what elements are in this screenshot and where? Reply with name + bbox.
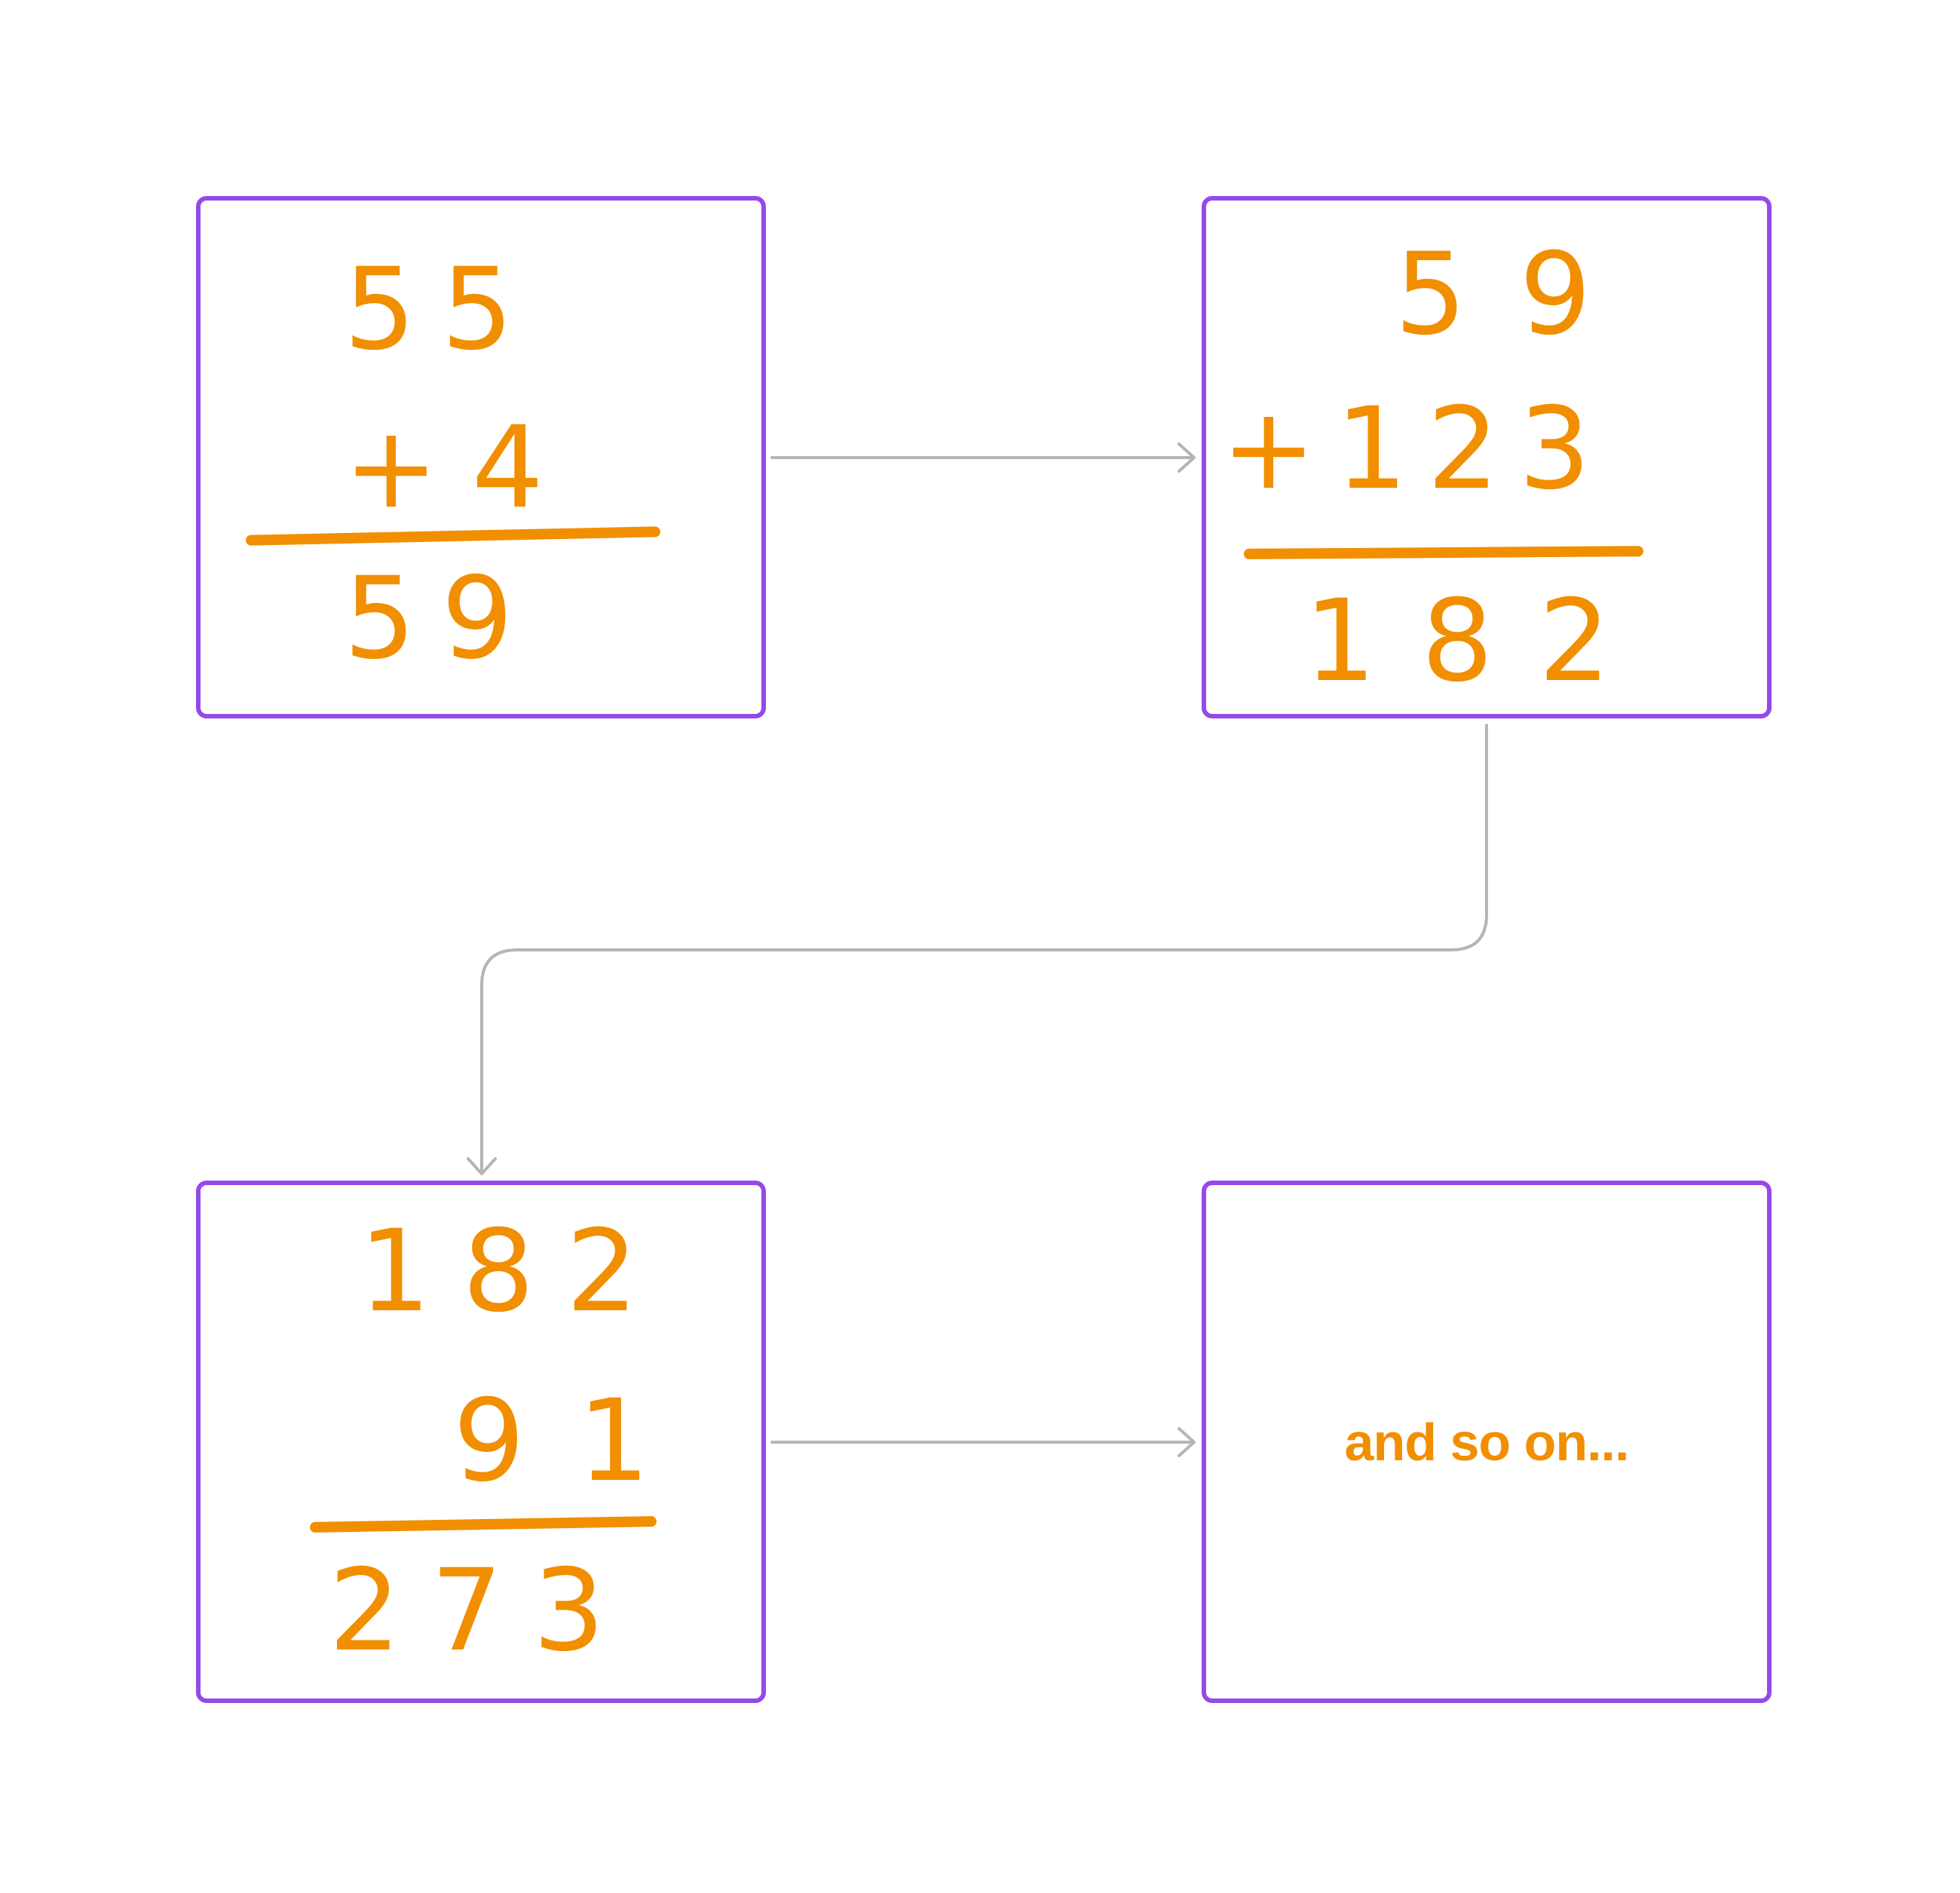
top-number: 182 xyxy=(359,1206,670,1337)
arrow-box3-to-box4 xyxy=(770,1427,1196,1457)
step-box-2: 59 +123 182 xyxy=(1202,196,1772,718)
top-number: 55 xyxy=(344,244,539,375)
arrow-box2-to-box3 xyxy=(467,724,1488,1175)
top-number: 59 xyxy=(1395,229,1644,360)
result: 182 xyxy=(1304,576,1656,707)
result: 273 xyxy=(329,1545,635,1677)
result: 59 xyxy=(344,553,539,685)
step-box-3: 182 91 273 xyxy=(196,1181,766,1703)
sum-line xyxy=(309,1515,657,1533)
addend: +4 xyxy=(344,403,577,534)
step-box-4: and so on... xyxy=(1202,1181,1772,1703)
step-box-1: 55 +4 59 xyxy=(196,196,766,718)
addend: +123 xyxy=(1221,384,1610,515)
arrow-box1-to-box2 xyxy=(770,443,1196,473)
sum-line xyxy=(1243,546,1644,559)
continuation-text: and so on... xyxy=(1344,1412,1630,1472)
addend: 91 xyxy=(453,1376,703,1507)
